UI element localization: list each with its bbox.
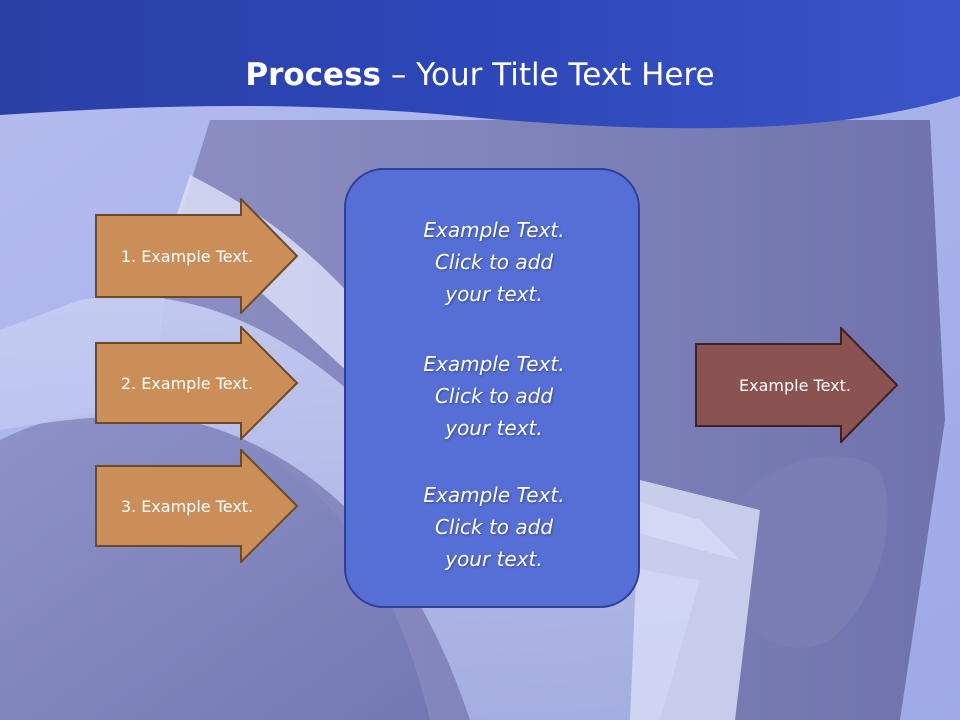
step-arrow-3[interactable]: 3. Example Text. [95, 449, 299, 563]
text-block-3-line3: your text. [445, 547, 543, 571]
text-block-3: Example Text. Click to add your text. [346, 479, 642, 575]
step-arrow-2[interactable]: 2. Example Text. [95, 326, 299, 440]
title-rest: – Your Title Text Here [381, 57, 715, 93]
text-block-2-line3: your text. [445, 416, 543, 440]
text-block-3-line2: Click to add [434, 515, 554, 539]
slide-title: Process – Your Title Text Here [0, 50, 960, 100]
step-label-2: 2. Example Text. [120, 373, 254, 393]
output-arrow[interactable]: Example Text. [695, 327, 899, 443]
step-label-1: 1. Example Text. [120, 246, 254, 266]
output-label: Example Text. [739, 375, 851, 395]
text-block-2: Example Text. Click to add your text. [346, 348, 642, 444]
text-block-1-line2: Click to add [434, 250, 554, 274]
step-arrow-1[interactable]: 1. Example Text. [95, 198, 299, 314]
text-block-1-line1: Example Text. [423, 218, 565, 242]
title-bold: Process [245, 57, 381, 93]
step-label-3: 3. Example Text. [120, 496, 254, 516]
text-block-3-line1: Example Text. [423, 483, 565, 507]
center-text-box[interactable]: Example Text. Click to add your text. Ex… [344, 168, 640, 608]
text-block-1-line3: your text. [445, 282, 543, 306]
header-band [0, 0, 960, 129]
text-block-1: Example Text. Click to add your text. [346, 214, 642, 310]
text-block-2-line2: Click to add [434, 384, 554, 408]
text-block-2-line1: Example Text. [423, 352, 565, 376]
